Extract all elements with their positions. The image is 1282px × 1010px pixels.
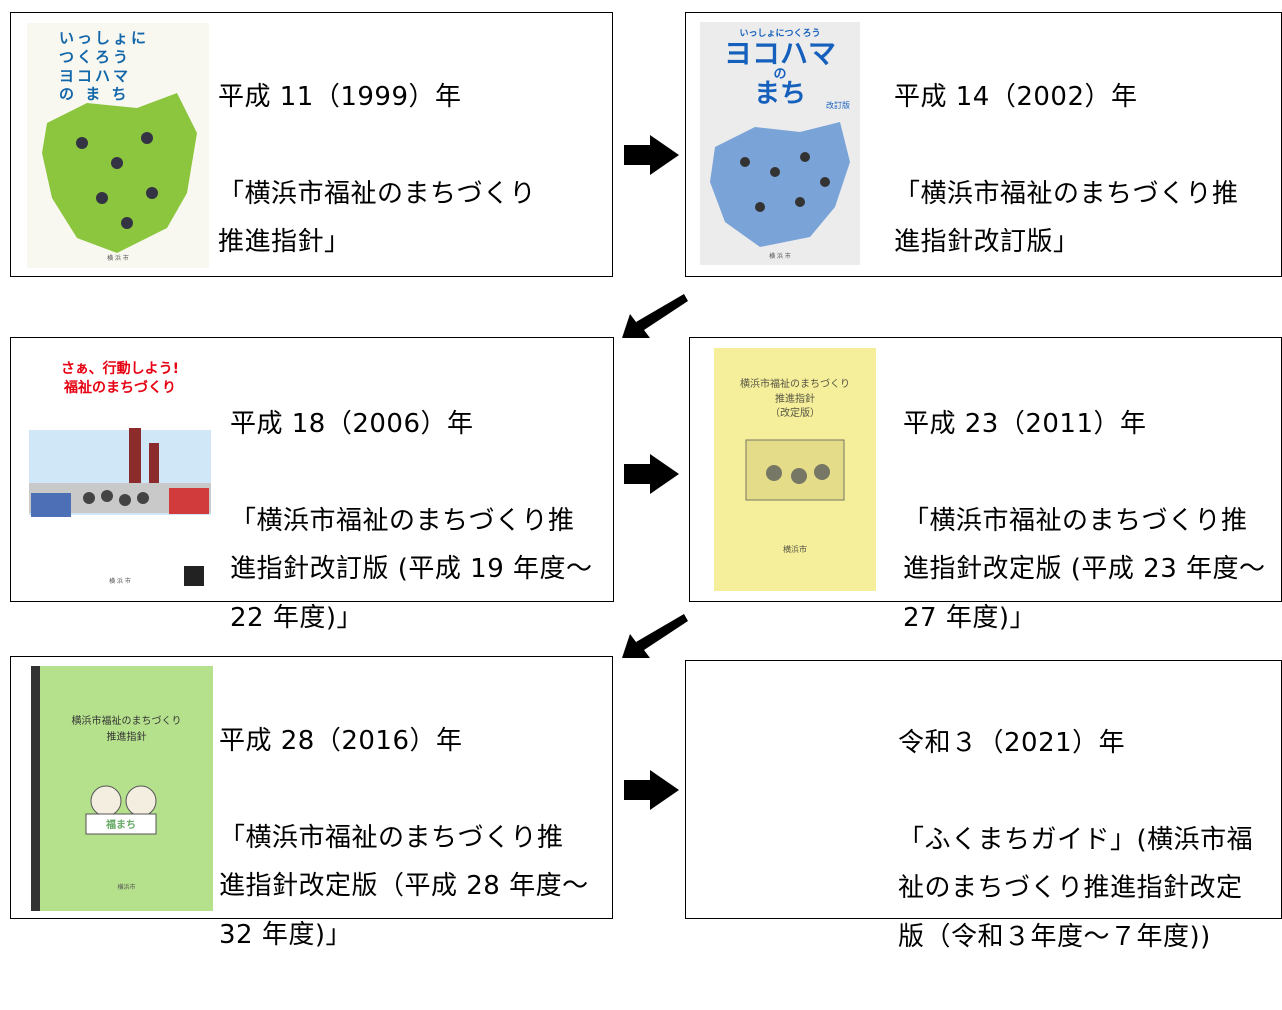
entry-card-2021: 令和３（2021）年 「ふくまちガイド」(横浜市福 祉のまちづくり推進指針改定 … bbox=[685, 660, 1282, 952]
cover-illustration-2016 bbox=[31, 666, 213, 911]
down-left-arrow-icon bbox=[618, 292, 690, 344]
entry-title: 「横浜市福祉のまちづくり推 進指針改定版（平成 28 年度～ 32 年度)」 bbox=[219, 823, 589, 950]
entry-text-2011: 平成 23（2011）年 「横浜市福祉のまちづくり推 進指針改定版 (平成 23… bbox=[903, 352, 1266, 691]
cover-badge-2002: 改訂版 bbox=[826, 101, 850, 110]
cover-image-2006: さぁ、行動しよう! 福祉のまちづくり 横 浜 市 bbox=[29, 348, 211, 593]
cover-title-2016: 横浜市福祉のまちづくり 推進指針 bbox=[71, 716, 182, 743]
entry-text-2021: 令和３（2021）年 「ふくまちガイド」(横浜市福 祉のまちづくり推進指針改定 … bbox=[898, 671, 1253, 1010]
cover-title-2006: さぁ、行動しよう! 福祉のまちづくり bbox=[60, 361, 180, 396]
entry-text-2006: 平成 18（2006）年 「横浜市福祉のまちづくり推 進指針改訂版 (平成 19… bbox=[230, 352, 593, 691]
cover-badge-2016: 福まち bbox=[106, 820, 136, 831]
entry-title: 「横浜市福祉のまちづくり推 進指針改訂版」 bbox=[894, 179, 1239, 258]
entry-text-2016: 平成 28（2016）年 「横浜市福祉のまちづくり推 進指針改定版（平成 28 … bbox=[219, 669, 589, 1008]
cover-illustration-1999 bbox=[27, 23, 209, 268]
entry-year: 平成 14（2002）年 bbox=[894, 82, 1138, 113]
cover-image-2011: 横浜市福祉のまちづくり 推進指針 （改定版） 横浜市 bbox=[714, 348, 876, 591]
cover-illustration-2006 bbox=[29, 348, 211, 593]
cover-image-1999: いっしょに つくろう ヨコハマ の ま ち 横 浜 市 bbox=[27, 23, 209, 268]
entry-year: 平成 18（2006）年 bbox=[230, 409, 474, 440]
entry-card-1999: いっしょに つくろう ヨコハマ の ま ち 横 浜 市 平成 11（1999）年… bbox=[10, 12, 613, 277]
cover-illustration-2011 bbox=[714, 348, 876, 591]
entry-text-1999: 平成 11（1999）年 「横浜市福祉のまちづくり 推進指針」 bbox=[218, 25, 536, 315]
cover-publisher-2006: 横 浜 市 bbox=[109, 578, 131, 585]
cover-illustration-2002 bbox=[700, 22, 860, 265]
entry-year: 平成 23（2011）年 bbox=[903, 409, 1147, 440]
entry-title: 「横浜市福祉のまちづくり推 進指針改定版 (平成 23 年度～ 27 年度)」 bbox=[903, 506, 1266, 633]
cover-publisher-2002: 横 浜 市 bbox=[769, 253, 791, 260]
entry-year: 平成 28（2016）年 bbox=[219, 726, 463, 757]
right-arrow-icon bbox=[621, 767, 681, 813]
cover-publisher-2011: 横浜市 bbox=[783, 545, 807, 554]
cover-title-2011: 横浜市福祉のまちづくり 推進指針 （改定版） bbox=[740, 379, 850, 419]
entry-card-2011: 横浜市福祉のまちづくり 推進指針 （改定版） 横浜市 平成 23（2011）年 … bbox=[689, 337, 1282, 633]
entry-year: 平成 11（1999）年 bbox=[218, 82, 462, 113]
right-arrow-icon bbox=[621, 132, 681, 178]
entry-title: 「横浜市福祉のまちづくり推 進指針改訂版 (平成 19 年度～ 22 年度)」 bbox=[230, 506, 593, 633]
entry-card-2016: 横浜市福祉のまちづくり 推進指針 福まち 横浜市 平成 28（2016）年 「横… bbox=[10, 656, 613, 950]
entry-card-2002: いっしょにつくろう ヨコハマ の まち 改訂版 横 浜 市 平成 14（2002… bbox=[685, 12, 1282, 277]
cover-publisher-1999: 横 浜 市 bbox=[107, 255, 129, 262]
cover-title-1999: いっしょに つくろう ヨコハマ の ま ち bbox=[59, 29, 150, 104]
down-left-arrow-icon bbox=[618, 612, 690, 664]
cover-publisher-2016: 横浜市 bbox=[117, 884, 136, 891]
cover-image-2002: いっしょにつくろう ヨコハマ の まち 改訂版 横 浜 市 bbox=[700, 22, 860, 265]
entry-year: 令和３（2021）年 bbox=[898, 728, 1126, 759]
entry-title: 「横浜市福祉のまちづくり 推進指針」 bbox=[218, 179, 537, 258]
cover-title-2002: いっしょにつくろう ヨコハマ の まち bbox=[723, 29, 836, 110]
entry-card-2006: さぁ、行動しよう! 福祉のまちづくり 横 浜 市 平成 18（2006）年 「横… bbox=[10, 337, 614, 633]
entry-title: 「ふくまちガイド」(横浜市福 祉のまちづくり推進指針改定 版（令和３年度～７年度… bbox=[898, 825, 1254, 952]
entry-text-2002: 平成 14（2002）年 「横浜市福祉のまちづくり推 進指針改訂版」 bbox=[894, 25, 1239, 315]
cover-image-2016: 横浜市福祉のまちづくり 推進指針 福まち 横浜市 bbox=[31, 666, 213, 911]
right-arrow-icon bbox=[621, 451, 681, 497]
